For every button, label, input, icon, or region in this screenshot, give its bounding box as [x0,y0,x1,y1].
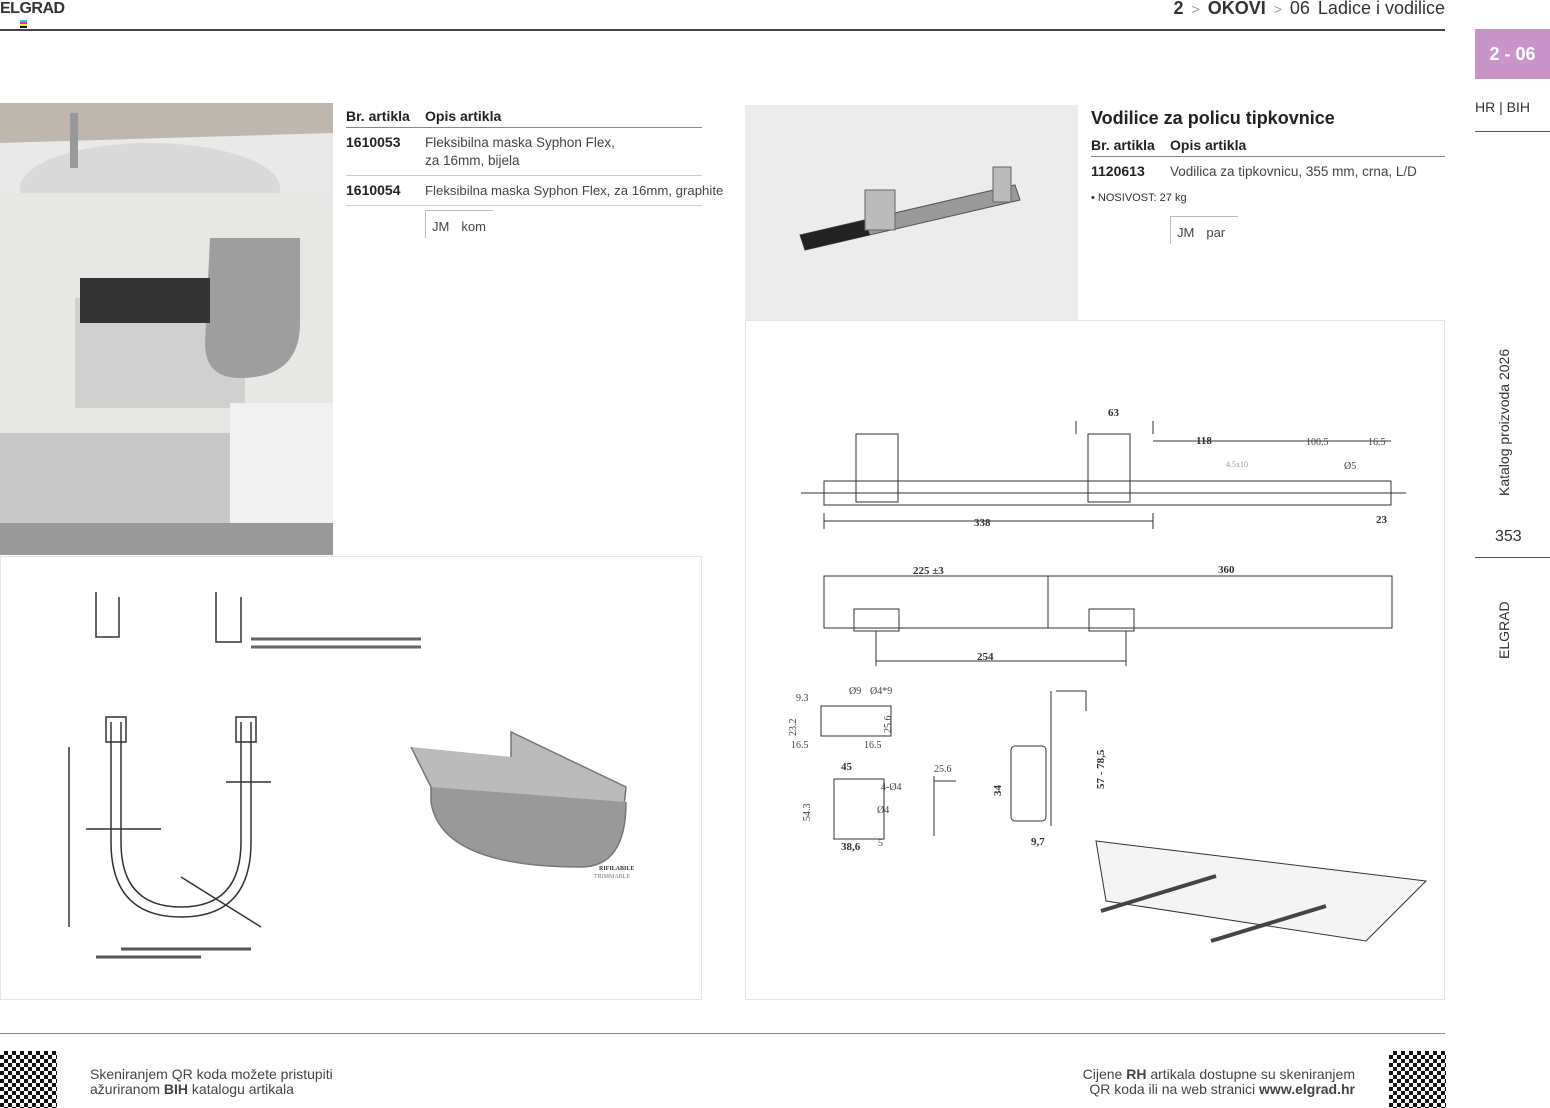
dimension-label: 100.5 [1306,437,1329,448]
table-row: 1610054 Fleksibilna maska Syphon Flex, za… [346,176,723,206]
footer-text-bold: RH [1126,1066,1147,1082]
product-photo-keyboard-slide [745,105,1078,320]
dimension-label: Ø9 [849,686,861,697]
footer-left-text: Skeniranjem QR koda možete pristupiti až… [90,1067,333,1097]
article-code: 1610053 [346,134,401,150]
page-number: 353 [1495,528,1522,545]
dimension-label: 34 [992,785,1004,797]
section-tab: 2 - 06 [1475,29,1550,79]
language-label: HR | BIH [1475,99,1530,115]
dimension-label: 254 [977,651,994,663]
dimension-label: Ø4 [877,805,889,816]
dimension-label: 45 [841,761,853,773]
dimension-label: 4-Ø4 [881,782,902,793]
table-row: 1610053 Fleksibilna maska Syphon Flex, za … [346,128,702,176]
dimension-label: 9,7 [1031,836,1045,848]
footer-text: QR koda ili na web stranici [1089,1081,1260,1097]
breadcrumb-sub: Ladice i vodilice [1317,0,1445,18]
dimension-label: 63 [1108,407,1120,419]
breadcrumb-sub-number: 06 [1289,0,1310,18]
table-header: Br. artikla Opis artikla [1091,137,1445,157]
right-product-table: Vodilice za policu tipkovnice Br. artikl… [1091,108,1445,244]
qr-code-bih[interactable] [0,1051,57,1108]
dimension-label: 338 [974,517,991,529]
syphon-flex-technical-drawing: RIFILABILE TRIMMABLE [0,556,702,1000]
website-link[interactable]: www.elgrad.hr [1259,1081,1355,1097]
dimension-label: 9.3 [796,693,809,704]
keyboard-slide-technical-drawing: 63 118 338 23 225 ±3 360 254 45 38,6 9,7… [745,320,1445,1000]
side-divider [1475,131,1550,132]
footer-text: Cijene [1082,1066,1127,1082]
side-divider [1475,557,1550,558]
dimension-label: 25.6 [934,764,952,775]
dimension-label: Ø4*9 [870,686,892,697]
header-divider [0,29,1445,31]
footer-divider [0,1033,1445,1034]
article-description: Fleksibilna maska Syphon Flex, za 16mm, … [425,183,724,198]
breadcrumb-section: OKOVI [1207,0,1266,18]
breadcrumb: 2 > OKOVI > 06 Ladice i vodilice [1173,0,1445,19]
dimension-label: Ø5 [1344,461,1356,472]
unit-box: JM par [1170,216,1238,244]
unit-label: JM [1177,225,1195,240]
catalog-label: Katalog proizvoda 2026 [1496,348,1512,496]
column-description: Opis artikla [425,108,502,124]
table-row: 1120613 Vodilica za tipkovnicu, 355 mm, c… [1091,157,1445,186]
dimension-label: 25.6 [883,716,894,734]
dimension-label: 23.2 [788,719,799,737]
dimension-label: 4.5x10 [1226,460,1248,469]
chevron-right-icon: > [1273,1,1282,17]
footer-text: artikala dostupne su skeniranjem [1146,1066,1355,1082]
dimension-label: 360 [1218,564,1235,576]
article-description-line2: za 16mm, bijela [425,153,520,168]
column-code: Br. artikla [1091,137,1155,153]
dimension-label: 16.5 [1368,437,1386,448]
product-photo-syphon-flex [0,103,333,555]
footer-text-bold: BIH [163,1081,189,1097]
color-marks [20,20,27,28]
footer-text: katalogu artikala [188,1081,294,1097]
dimension-label: 57 - 78,5 [1095,749,1107,789]
qr-code-rh[interactable] [1389,1051,1446,1108]
article-code: 1610054 [346,182,401,198]
dimension-label: 5 [878,838,883,849]
side-brand: ELGRAD [1496,601,1512,659]
footer-left-line1: Skeniranjem QR koda možete pristupiti [90,1066,333,1082]
product-title: Vodilice za policu tipkovnice [1091,108,1335,128]
chevron-right-icon: > [1191,1,1200,17]
dimension-label: 54.3 [802,804,813,822]
unit-value: kom [461,219,486,234]
load-capacity-note: • NOSIVOST: 27 kg [1091,192,1187,204]
drawing-label: RIFILABILE [599,866,634,872]
article-description: Fleksibilna maska Syphon Flex, [425,135,615,150]
unit-box: JM kom [425,210,493,238]
article-code: 1120613 [1091,163,1145,179]
dimension-label: 16.5 [864,740,882,751]
article-description: Vodilica za tipkovnicu, 355 mm, crna, L/… [1170,164,1417,179]
table-header: Br. artikla Opis artikla [346,108,702,128]
breadcrumb-chapter: 2 [1173,0,1184,18]
dimension-label: 23 [1376,514,1388,526]
brand-logo: ELGRAD [0,0,65,17]
dimension-label: 16.5 [791,740,809,751]
unit-value: par [1206,225,1226,240]
footer-right-text: Cijene RH artikala dostupne su skeniranj… [1083,1067,1355,1097]
dimension-label: 38,6 [841,841,861,853]
dimension-label: 225 ±3 [913,565,944,577]
load-capacity-text: NOSIVOST: 27 kg [1097,192,1187,204]
column-code: Br. artikla [346,108,410,124]
footer-text: ažuriranom [90,1081,164,1097]
column-description: Opis artikla [1170,137,1247,153]
unit-label: JM [432,219,450,234]
drawing-label: TRIMMABLE [594,874,630,880]
